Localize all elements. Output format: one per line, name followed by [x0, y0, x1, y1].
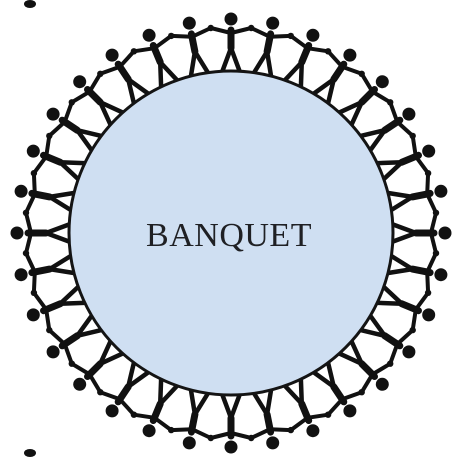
person-figure-icon [222, 393, 241, 454]
person-figure-icon [386, 185, 448, 211]
corner-dot-bottom-left [24, 449, 36, 457]
person-figure-icon [386, 255, 448, 281]
table-label: BANQUET [0, 214, 458, 258]
person-figure-icon [253, 388, 279, 450]
person-figure-icon [183, 17, 209, 79]
person-figure-icon [183, 388, 209, 450]
person-figure-icon [15, 255, 77, 281]
person-figure-icon [222, 13, 241, 74]
person-figure-icon [253, 17, 279, 79]
corner-dot-top-left [24, 0, 36, 8]
person-figure-icon [15, 185, 77, 211]
